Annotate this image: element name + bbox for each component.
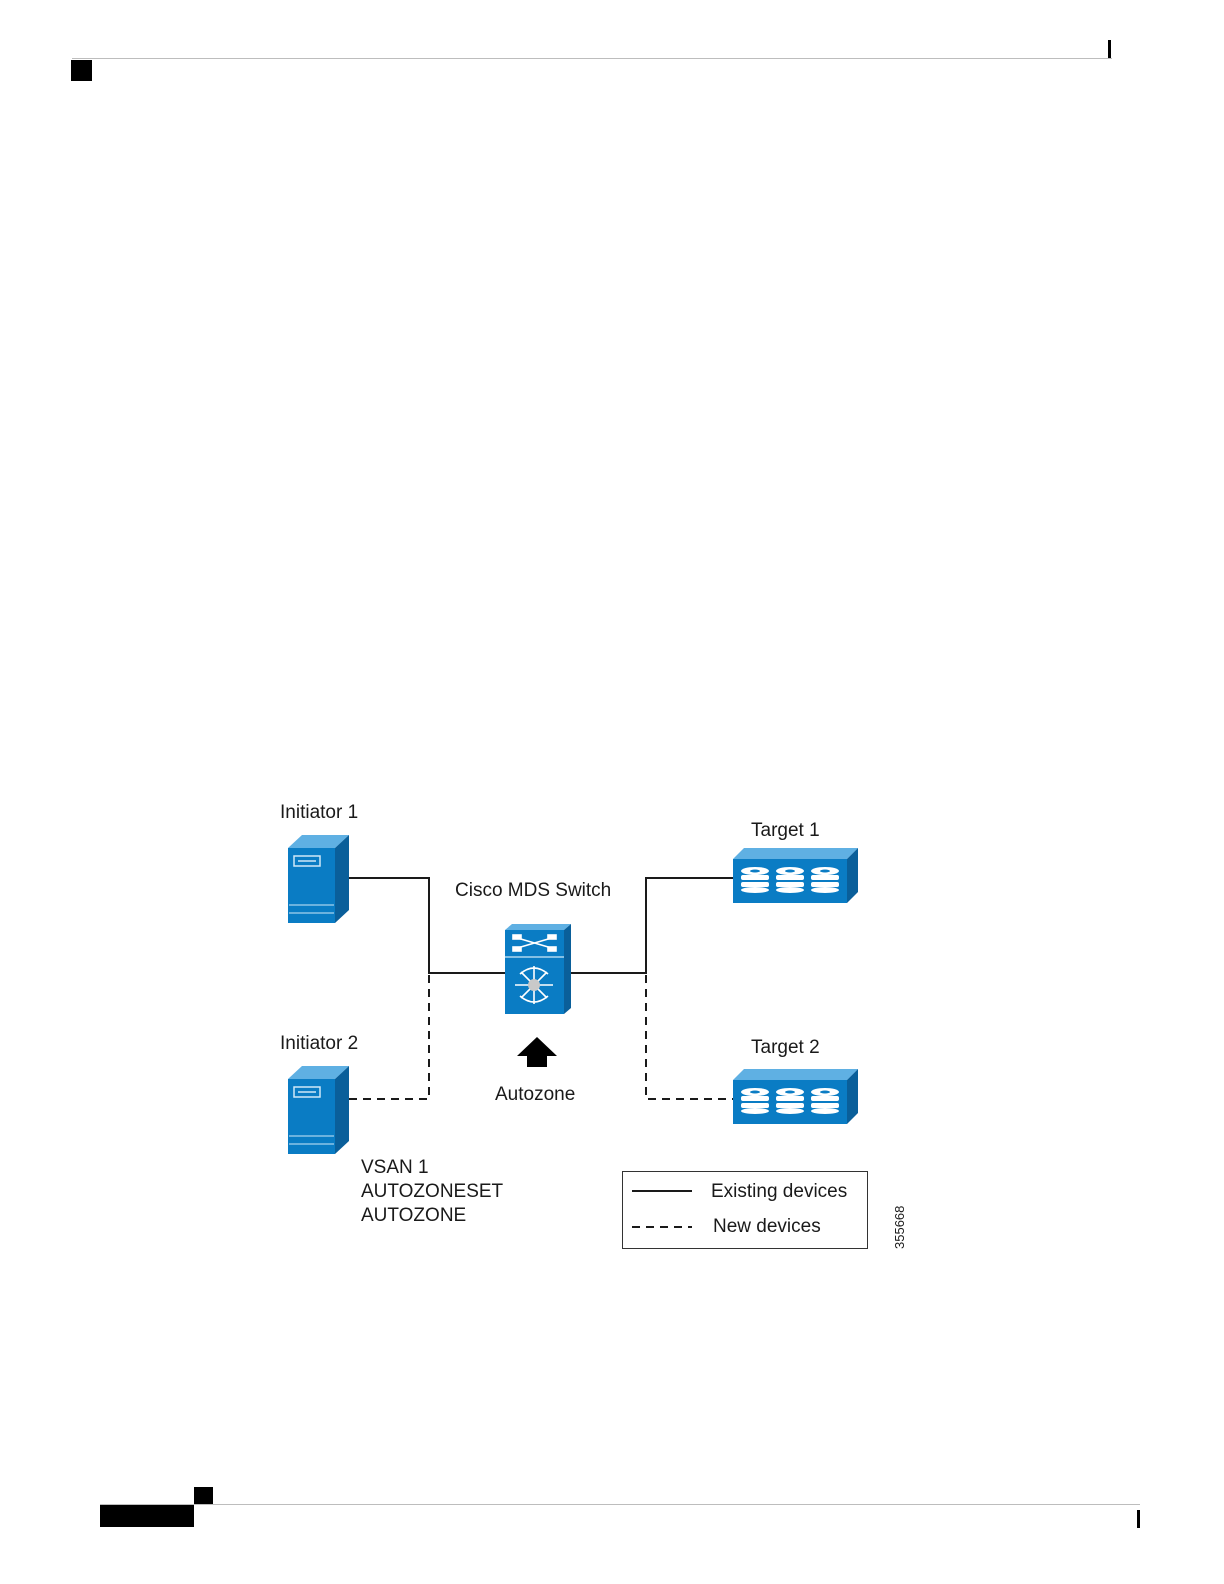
figure-id: 355668 bbox=[892, 1206, 907, 1249]
autozone-arrow-icon bbox=[517, 1037, 557, 1067]
autozone-label: Autozone bbox=[495, 1084, 575, 1106]
target1-label: Target 1 bbox=[751, 820, 820, 842]
vsan-line: VSAN 1 bbox=[361, 1156, 503, 1180]
link-target2 bbox=[646, 975, 733, 1099]
vsan-info: VSAN 1 AUTOZONESET AUTOZONE bbox=[361, 1156, 503, 1228]
initiator1-label: Initiator 1 bbox=[280, 802, 358, 824]
initiator2-label: Initiator 2 bbox=[280, 1033, 358, 1055]
legend-existing-label: Existing devices bbox=[711, 1181, 847, 1203]
link-initiator2 bbox=[349, 975, 429, 1099]
target2-label: Target 2 bbox=[751, 1037, 820, 1059]
zone-line: AUTOZONE bbox=[361, 1204, 503, 1228]
initiator1-server-icon bbox=[288, 835, 349, 923]
legend-new-label: New devices bbox=[713, 1216, 821, 1238]
mds-switch-icon bbox=[505, 924, 571, 1014]
switch-label: Cisco MDS Switch bbox=[455, 880, 611, 902]
initiator2-server-icon bbox=[288, 1066, 349, 1154]
target2-storage-icon bbox=[733, 1069, 858, 1124]
target1-storage-icon bbox=[733, 848, 858, 903]
zoneset-line: AUTOZONESET bbox=[361, 1180, 503, 1204]
